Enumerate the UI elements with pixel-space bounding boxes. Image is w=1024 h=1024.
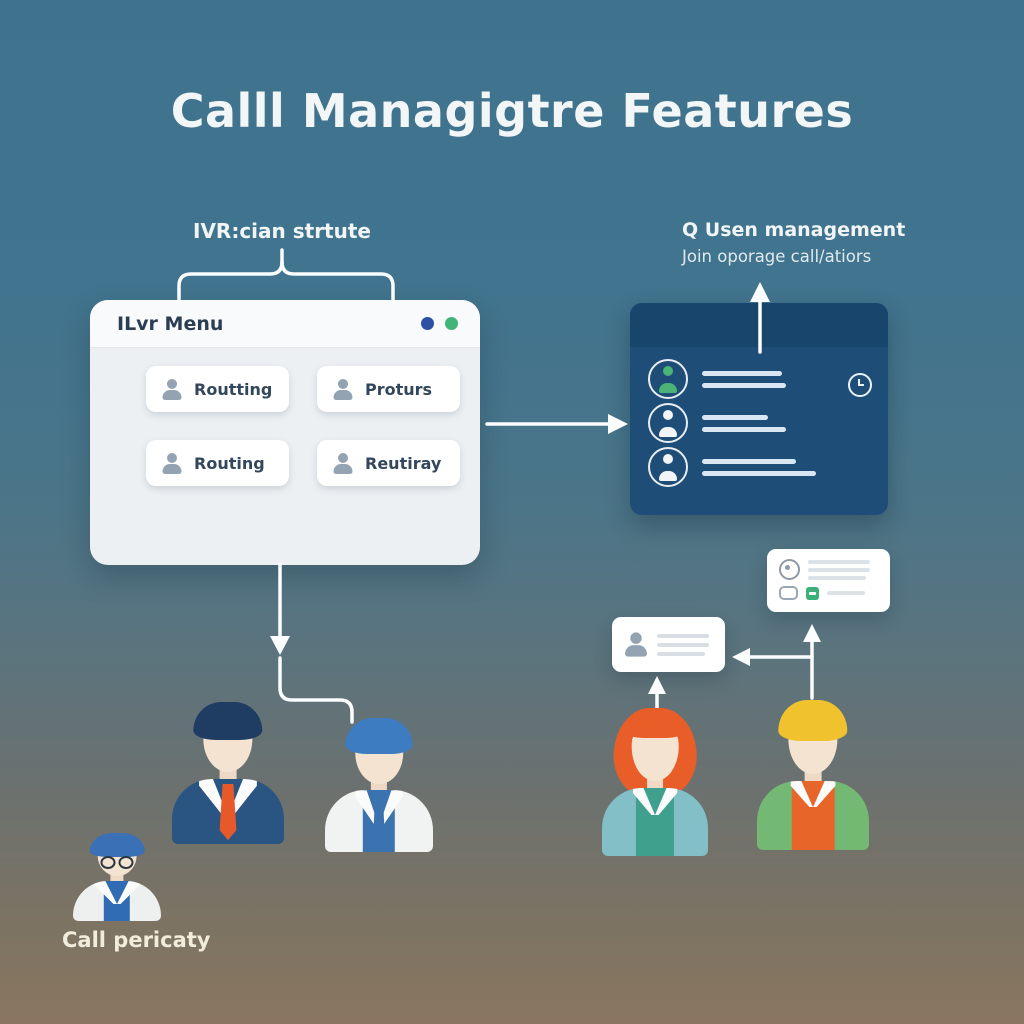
ivr-button-label: Routting <box>194 379 273 399</box>
chat-avatar-icon <box>779 559 800 580</box>
window-control-green-dot[interactable] <box>445 317 458 330</box>
green-user-avatar-icon <box>648 359 688 399</box>
user-management-panel <box>630 303 888 515</box>
woman-red-hair-character <box>602 708 708 856</box>
text-placeholder-lines <box>808 559 870 580</box>
ivr-button-routting[interactable]: Routting <box>146 366 289 412</box>
person-icon <box>332 379 354 400</box>
hair <box>345 718 413 755</box>
user-row <box>648 403 870 443</box>
person-icon <box>623 632 648 656</box>
hair <box>193 702 263 741</box>
bracket-connector <box>177 248 395 303</box>
glasses-icon <box>100 855 134 869</box>
hair-fringe <box>624 708 686 738</box>
ivr-section-label: IVR:cian strtute <box>193 219 371 243</box>
white-user-avatar-icon <box>648 403 688 443</box>
window-title: ILvr Menu <box>117 312 224 335</box>
hair <box>778 700 848 741</box>
ivr-button-routing[interactable]: Routing <box>146 440 289 486</box>
person-icon <box>332 453 354 474</box>
arrow-woman-to-card <box>648 676 666 714</box>
ivr-menu-window: ILvr Menu Routting Proturs Routing Reuti… <box>90 300 480 565</box>
text-placeholder-lines <box>657 633 709 656</box>
orange-tie <box>219 783 237 841</box>
page-title: Calll Managigtre Features <box>170 84 854 138</box>
businessman-orange-tie-character <box>172 702 284 844</box>
man-yellow-hair-character <box>757 700 869 850</box>
text-placeholder-lines <box>702 370 786 388</box>
person-icon <box>161 453 183 474</box>
contact-card <box>612 617 725 672</box>
arrow-man-to-cards <box>732 624 821 700</box>
chat-card <box>767 549 890 612</box>
window-control-blue-dot[interactable] <box>421 317 434 330</box>
arrow-window-down <box>270 563 354 724</box>
user-management-title: Q Usen management <box>682 219 906 241</box>
agent-with-glasses-character <box>73 833 161 921</box>
user-row <box>648 359 870 399</box>
text-placeholder-lines <box>702 414 786 432</box>
speech-bubble-icon <box>779 586 798 600</box>
ivr-button-label: Routing <box>194 453 265 473</box>
hair <box>89 833 145 857</box>
user-management-subtitle: Join oporage call/atiors <box>682 246 872 266</box>
ivr-button-reutiray[interactable]: Reutiray <box>317 440 460 486</box>
text-placeholder-lines <box>702 458 816 476</box>
arrow-window-to-panel <box>485 414 628 434</box>
text-placeholder-line <box>827 591 865 595</box>
assistant-blue-hair-character <box>325 718 433 852</box>
window-titlebar: ILvr Menu <box>90 300 480 348</box>
green-chat-badge-icon <box>806 586 819 600</box>
ivr-button-proturs[interactable]: Proturs <box>317 366 460 412</box>
headset-user-avatar-icon <box>648 447 688 487</box>
ivr-button-grid: Routting Proturs Routing Reutiray <box>146 366 460 486</box>
panel-header <box>630 303 888 347</box>
ivr-button-label: Reutiray <box>365 453 442 473</box>
person-icon <box>161 379 183 400</box>
call-pericaty-label: Call pericaty <box>62 928 211 952</box>
user-management-labels: Q Usen management Join oporage call/atio… <box>682 218 922 267</box>
clock-icon <box>848 373 872 397</box>
user-row <box>648 447 870 487</box>
ivr-button-label: Proturs <box>365 379 433 399</box>
